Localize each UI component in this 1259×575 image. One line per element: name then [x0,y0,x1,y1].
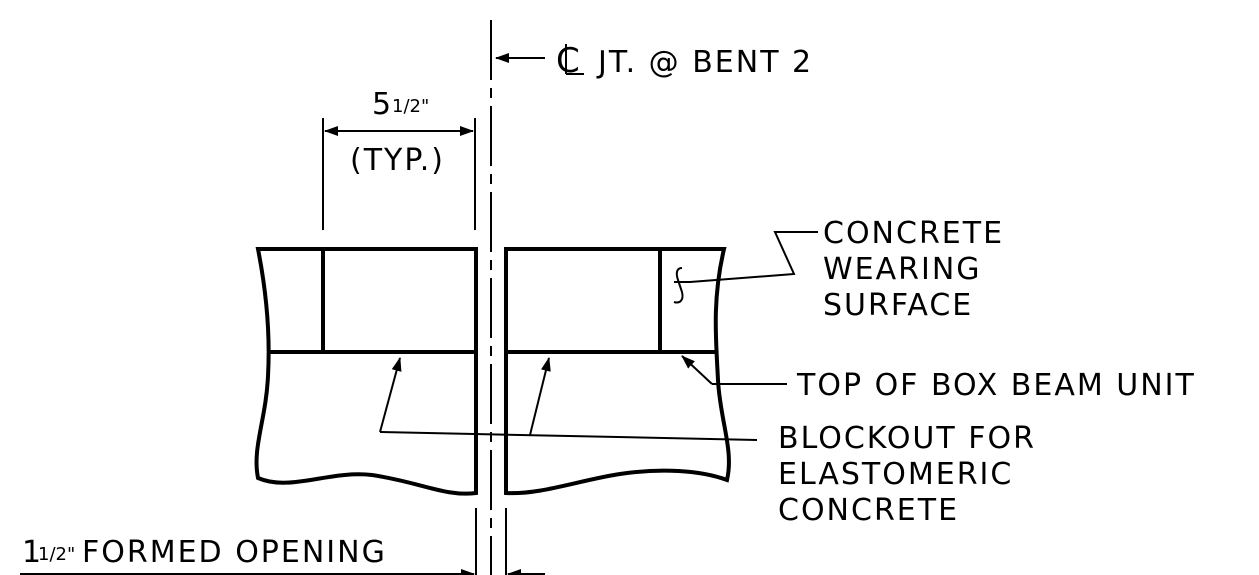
dimension-fraction: 1/2" [392,96,429,117]
centerline-text: JT. @ BENT 2 [596,45,813,80]
dimension-typ: (TYP.) [350,143,445,178]
formed-opening-whole: 1 [22,535,43,570]
blockout-line2: ELASTOMERIC [778,457,1013,492]
top-of-box-beam-text: TOP OF BOX BEAM UNIT [796,368,1196,403]
blockout-line1: BLOCKOUT FOR [778,421,1036,456]
formed-opening-frac: 1/2" [38,544,75,565]
concrete-wearing-line1: CONCRETE [823,216,1004,251]
svg-text:C: C [556,41,582,81]
formed-opening-text: FORMED OPENING [82,535,387,570]
left-blockout-hatched [321,247,478,354]
right-blockout-hatched [504,247,662,354]
wearing-surface-leader [689,231,818,283]
centerline-label-group: C JT. @ BENT 2 [495,41,813,81]
concrete-wearing-line2: WEARING [823,252,982,287]
left-box-beam-outline [254,247,478,496]
dimension-5-half-group: 5 1/2" (TYP.) [322,87,476,230]
blockout-leader-right-arrow [529,357,551,436]
concrete-wearing-line3: SURFACE [823,288,973,323]
dimension-whole: 5 [372,87,393,122]
right-box-beam-outline [504,247,731,496]
top-of-beam-leader-arrow [681,355,713,385]
blockout-leader-main [379,431,758,441]
formed-opening-group: 1 1/2" FORMED OPENING [20,508,545,575]
blockout-line3: CONCRETE [778,493,959,528]
centerline-icon: C [556,41,584,81]
blockout-leader-left-arrow [379,357,402,433]
wearing-surface-icon [673,267,684,304]
